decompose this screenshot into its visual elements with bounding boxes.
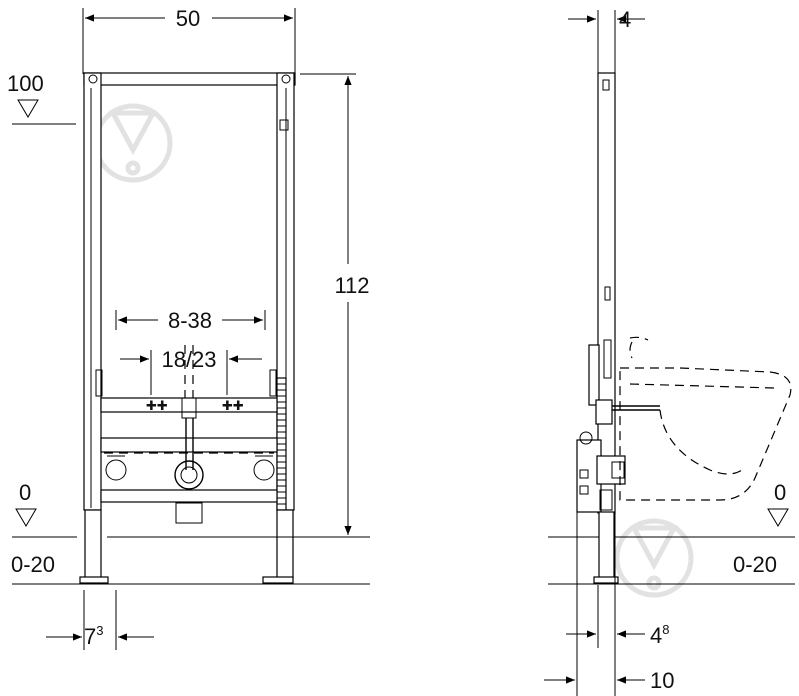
- width-dimension: 50: [176, 6, 200, 31]
- watermark-icon: [614, 518, 694, 598]
- height-dimension: 112: [334, 273, 369, 298]
- level-floor-label: 0: [19, 480, 31, 505]
- foot-plate: [79, 576, 109, 584]
- watermark-icon: [93, 103, 173, 183]
- frame-left-post: [83, 72, 102, 511]
- level-floor-label: 0: [774, 480, 786, 505]
- front-view: 50 100 ✚✚ ✚✚: [7, 6, 370, 650]
- bidet-outline: [619, 367, 792, 501]
- depth-base-dimension: 48: [650, 622, 669, 648]
- frame-left-leg: [84, 509, 102, 579]
- level-marker-icon: [767, 508, 789, 527]
- depth-top-dimension: 4: [619, 7, 631, 32]
- frame-top-rail: [83, 72, 296, 86]
- frame-right-leg: [276, 509, 294, 579]
- adjust-range-label: 0-20: [733, 552, 777, 577]
- clip-icon: [279, 119, 289, 131]
- foot-plate: [593, 576, 619, 584]
- bolt-icon: [88, 74, 98, 84]
- drain-pipe: [175, 502, 203, 524]
- bolt-icon: [281, 74, 291, 84]
- side-view: 4 0 0-20: [544, 7, 795, 696]
- level-marker-icon: [17, 99, 39, 118]
- level-marker-icon: [15, 508, 37, 527]
- depth-total-dimension: 10: [650, 668, 674, 693]
- mounting-rail: [100, 397, 278, 413]
- drain-fitting: [174, 460, 204, 490]
- fixing-symbol: ✚✚: [222, 398, 244, 413]
- bracket-icon: [105, 459, 127, 481]
- base-rail: [100, 489, 278, 503]
- lower-rail: [100, 437, 278, 453]
- level-top-label: 100: [7, 71, 44, 96]
- bracket-icon: [253, 459, 275, 481]
- connection-range-dimension: 8-38: [168, 308, 212, 333]
- adjust-range-label: 0-20: [11, 552, 55, 577]
- fixing-symbol: ✚✚: [146, 398, 168, 413]
- leg-offset-dimension: 73: [84, 623, 103, 649]
- connection-spacing-dimension: 18/23: [161, 347, 216, 372]
- foot-plate: [262, 576, 294, 584]
- side-leg: [598, 511, 615, 579]
